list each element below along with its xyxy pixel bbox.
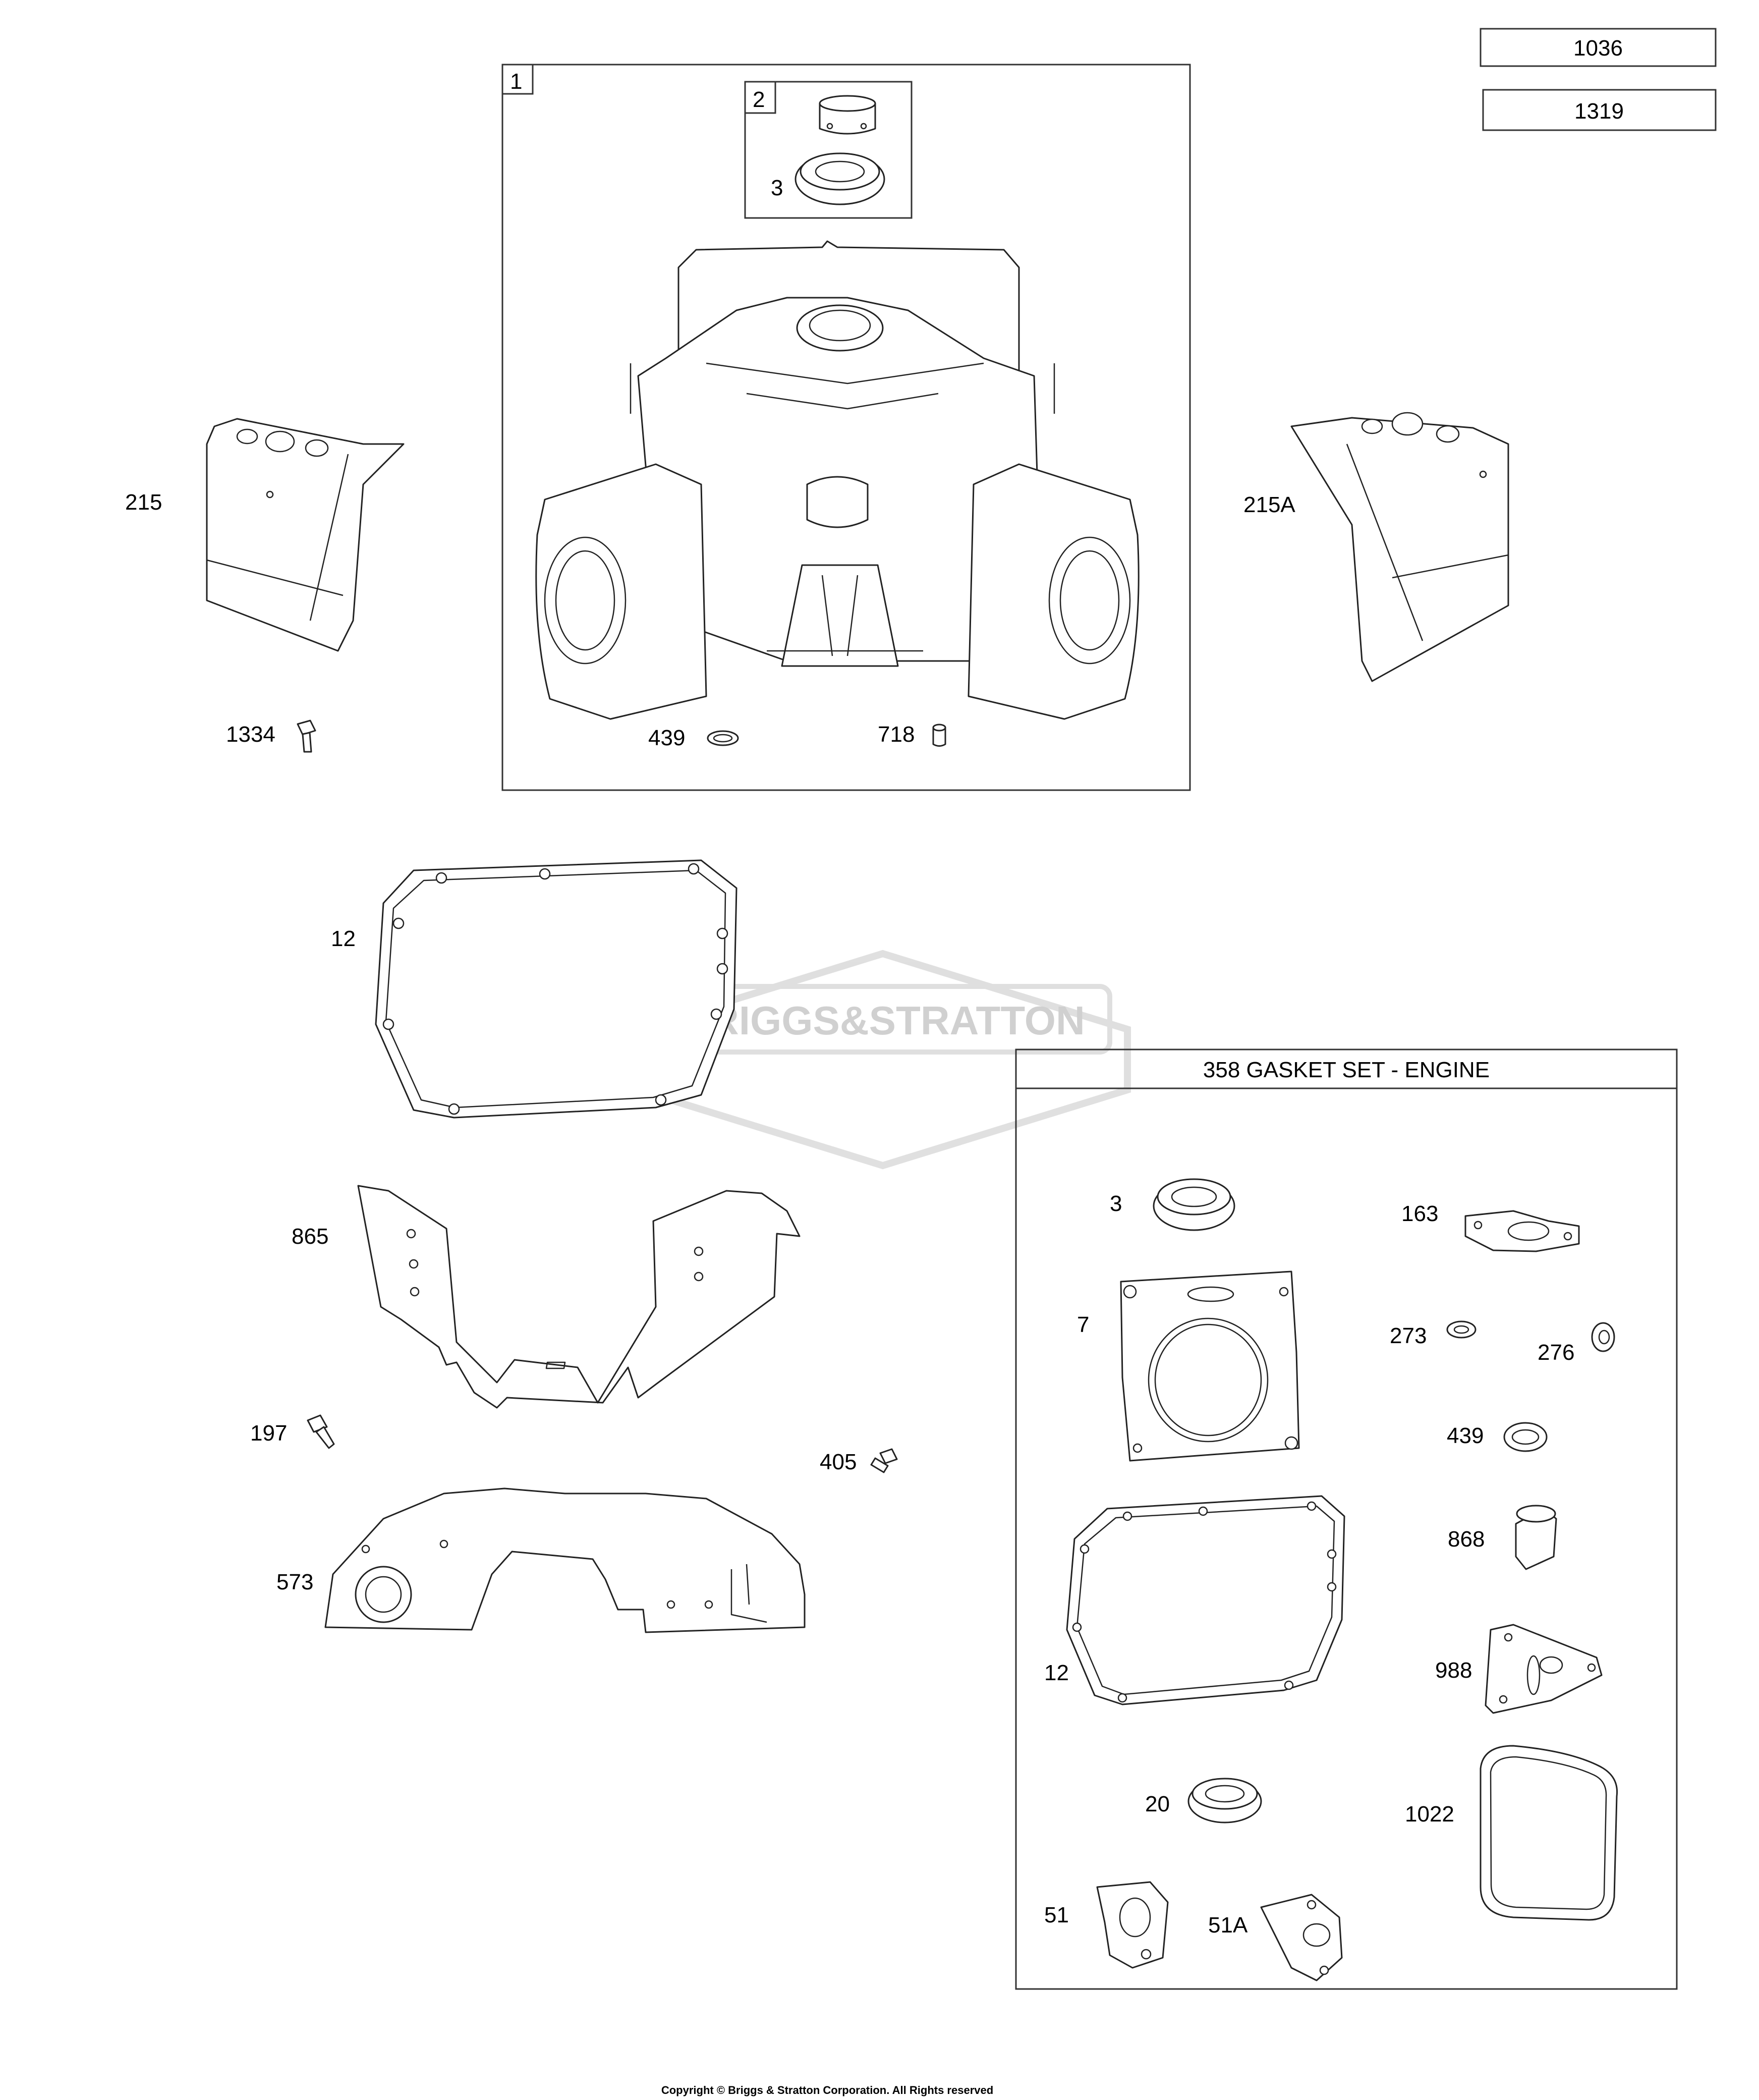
label-3-top: 3 <box>771 176 783 200</box>
bolt-part <box>307 1414 335 1449</box>
oil-seal-part <box>795 152 885 205</box>
label-215a: 215A <box>1243 492 1295 517</box>
label-405: 405 <box>820 1450 857 1474</box>
oil-seal-part <box>1153 1178 1235 1231</box>
breather-gasket-part <box>1096 1881 1169 1969</box>
screw-part <box>870 1448 898 1473</box>
intake-gasket-part <box>1485 1624 1603 1714</box>
label-573: 573 <box>276 1570 313 1594</box>
washer-part <box>1591 1322 1615 1352</box>
label-g20: 20 <box>1145 1792 1170 1816</box>
label-718: 718 <box>878 722 915 747</box>
reference-box-1036: 1036 <box>1480 28 1717 67</box>
valve-cover-gasket-part <box>1480 1745 1618 1921</box>
o-ring-part <box>1503 1422 1548 1452</box>
watermark-text: BRIGGS&STRATTON <box>680 998 1085 1043</box>
blower-housing-backplate-part <box>324 1487 806 1633</box>
label-g163: 163 <box>1401 1201 1438 1226</box>
label-g7: 7 <box>1077 1312 1089 1337</box>
block-kit-box: 1 <box>501 64 1191 791</box>
cylinder-shroud-right-part <box>1290 412 1509 682</box>
label-g276: 276 <box>1538 1340 1574 1365</box>
breather-gasket-part <box>1260 1894 1343 1981</box>
cylinder-block-part <box>535 240 1140 720</box>
label-12-main: 12 <box>331 926 356 951</box>
exhaust-gasket-part <box>1464 1210 1580 1252</box>
crankcase-gasket-part <box>375 859 737 1119</box>
label-g988: 988 <box>1435 1658 1472 1683</box>
bolt-part <box>297 720 316 753</box>
label-g51: 51 <box>1044 1903 1069 1927</box>
cylinder-shroud-left-part <box>206 418 405 652</box>
label-g868: 868 <box>1448 1527 1485 1552</box>
reference-number: 1036 <box>1573 36 1623 61</box>
label-215: 215 <box>125 490 162 515</box>
label-g1022: 1022 <box>1405 1802 1454 1827</box>
reference-number: 1319 <box>1574 99 1624 124</box>
dowel-pin-part <box>932 724 946 747</box>
label-865: 865 <box>292 1224 328 1249</box>
label-g12: 12 <box>1044 1661 1069 1685</box>
oil-seal-part <box>1187 1778 1262 1823</box>
o-ring-part <box>707 730 739 746</box>
crankcase-gasket-part <box>1066 1495 1345 1705</box>
sealing-washer-part <box>1446 1320 1477 1339</box>
kit-number-1: 1 <box>510 69 522 94</box>
gasket-set-box: 358 GASKET SET - ENGINE <box>1015 1048 1678 1990</box>
copyright-footer: Copyright © Briggs & Stratton Corporatio… <box>661 2084 993 2096</box>
cylinder-sleeve-part <box>819 95 876 135</box>
reference-box-1319: 1319 <box>1482 89 1717 131</box>
air-baffle-part <box>357 1185 801 1409</box>
label-g273: 273 <box>1390 1323 1427 1348</box>
kit-number-2: 2 <box>753 87 765 112</box>
label-197: 197 <box>250 1421 287 1446</box>
label-439-top: 439 <box>648 726 685 750</box>
sleeve-kit-box: 2 <box>744 81 913 219</box>
gasket-set-title: 358 GASKET SET - ENGINE <box>1203 1058 1490 1082</box>
label-g3: 3 <box>1110 1191 1122 1216</box>
cylinder-head-gasket-part <box>1120 1270 1300 1462</box>
grommet-part <box>1515 1505 1557 1570</box>
label-1334: 1334 <box>226 722 275 747</box>
label-g51a: 51A <box>1208 1913 1248 1938</box>
label-g439: 439 <box>1447 1423 1484 1448</box>
